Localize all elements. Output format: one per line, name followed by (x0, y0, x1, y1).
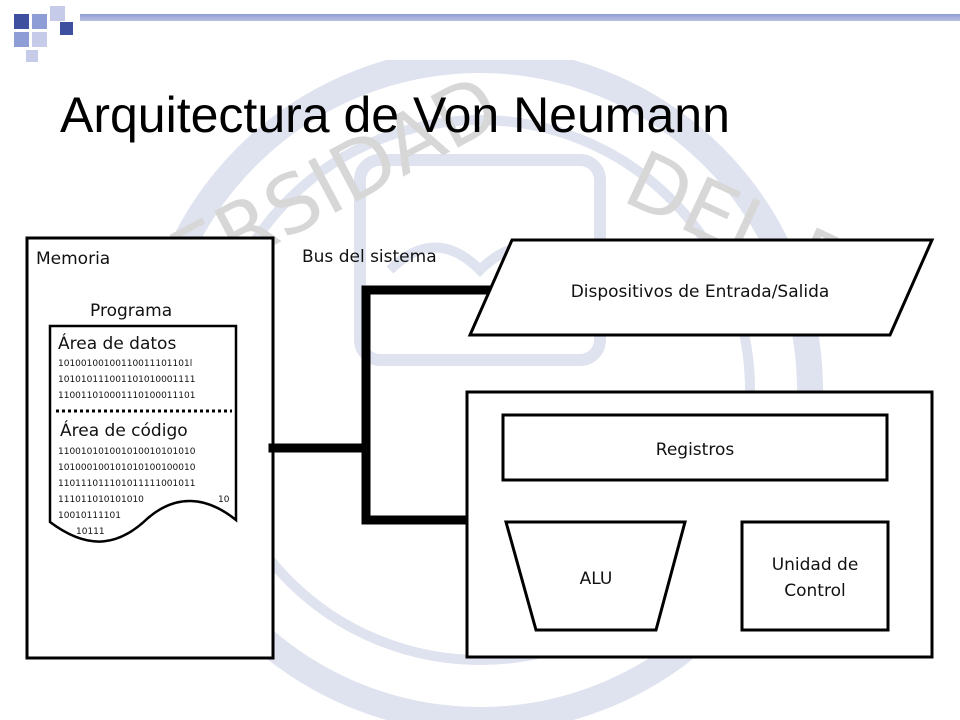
decor-square (32, 32, 47, 47)
control-unit-box (740, 520, 890, 632)
system-bus (268, 285, 495, 525)
code-bits-line: 110010101001010010101010 (58, 447, 196, 457)
program-label: Programa (90, 301, 172, 321)
data-bits-line: 10100100100110011101101l (58, 359, 192, 369)
decor-square (26, 50, 38, 62)
registers-label: Registros (656, 440, 735, 460)
data-bits-line: 110011010001110100011101 (58, 391, 195, 401)
data-area-label: Área de datos (58, 332, 176, 354)
code-bits-line-tail: 10 (218, 495, 230, 505)
program-document (48, 324, 238, 543)
decor-square (60, 22, 73, 35)
io-devices-label: Dispositivos de Entrada/Salida (571, 282, 830, 302)
code-bits-line: 10010111101 (58, 511, 121, 521)
code-bits-line: 10111 (76, 527, 105, 537)
control-unit-label-line1: Unidad de (772, 555, 859, 575)
control-unit-label-line2: Control (784, 581, 845, 601)
code-bits-line: 110111011101011111001011 (58, 479, 195, 489)
code-bits-line: 111011010101010 (58, 495, 144, 505)
alu-label: ALU (580, 569, 613, 589)
decor-square (14, 32, 29, 47)
alu-box (504, 520, 687, 632)
page-title: Arquitectura de Von Neumann (60, 87, 730, 143)
memory-label: Memoria (36, 249, 110, 269)
code-bits-line: 101000100101010100100010 (58, 463, 196, 473)
decor-square (50, 6, 65, 21)
decor-square (32, 14, 47, 29)
code-area-label: Área de código (60, 419, 188, 441)
decor-square (14, 14, 29, 29)
title-rule (80, 14, 960, 21)
io-devices-box (467, 238, 935, 337)
data-bits-line: 101010111001101010001111 (58, 375, 195, 385)
registers-box (501, 413, 889, 482)
bus-label: Bus del sistema (302, 247, 437, 267)
